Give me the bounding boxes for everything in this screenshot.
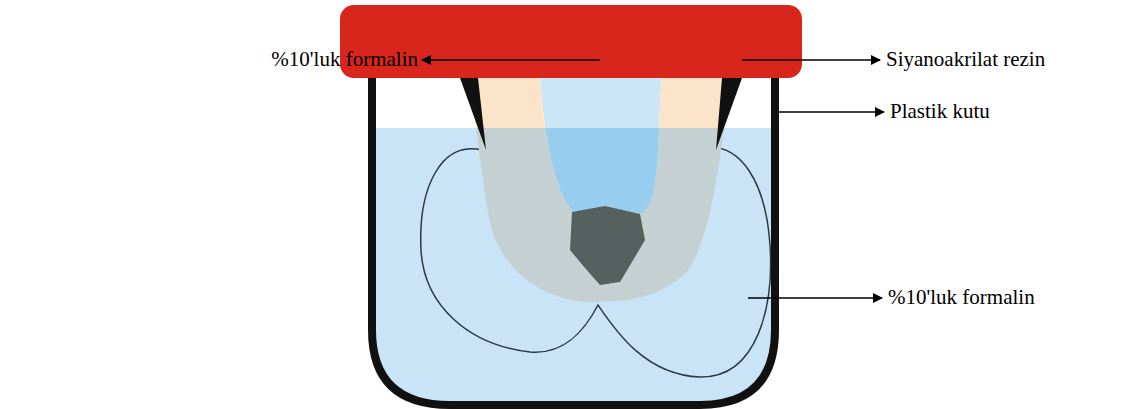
part-label: Plastik kutu xyxy=(890,100,990,123)
leader-line xyxy=(742,59,880,61)
tooth-body xyxy=(470,128,730,302)
part-label: %10'luk formalin xyxy=(271,48,418,71)
jar-contents xyxy=(360,70,790,409)
tooth-root xyxy=(470,78,730,128)
leader-line xyxy=(422,59,600,61)
leader-line xyxy=(779,111,884,113)
resin xyxy=(716,78,742,150)
resin xyxy=(460,78,486,150)
leader-line xyxy=(748,297,882,299)
pulp xyxy=(570,206,645,285)
plastic-box xyxy=(372,78,775,405)
part-label: %10'luk formalin xyxy=(888,286,1035,309)
part-label: Siyanoakrilat rezin xyxy=(886,48,1045,71)
